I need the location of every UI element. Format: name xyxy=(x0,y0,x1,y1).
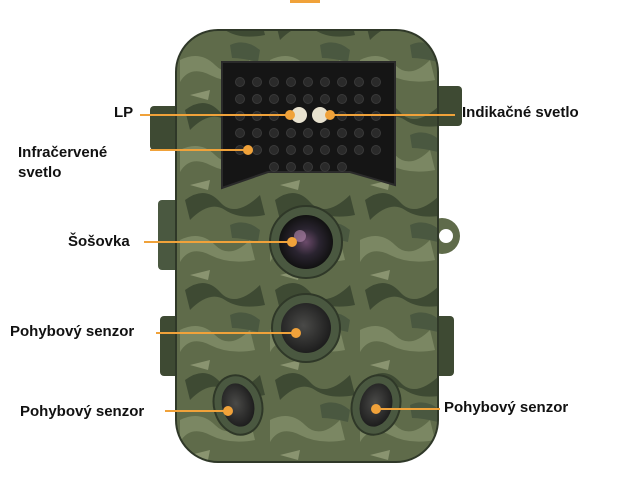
infrared-led xyxy=(371,128,381,138)
infrared-led xyxy=(286,77,296,87)
label-lens: Šošovka xyxy=(68,233,130,250)
lens-icon xyxy=(279,215,333,269)
label-indicator-light: Indikačné svetlo xyxy=(462,104,579,121)
annotation-dots xyxy=(223,110,381,416)
infrared-led xyxy=(354,145,364,155)
infrared-led xyxy=(235,94,245,104)
infrared-led xyxy=(252,128,262,138)
infrared-led xyxy=(320,128,330,138)
infrared-led xyxy=(320,162,330,172)
infrared-led xyxy=(235,77,245,87)
infrared-led xyxy=(337,128,347,138)
left-motion-sensor-icon xyxy=(221,383,255,427)
infrared-led xyxy=(303,145,313,155)
infrared-led xyxy=(269,77,279,87)
top-accent-bar xyxy=(290,0,320,3)
infrared-led xyxy=(320,94,330,104)
infrared-led xyxy=(337,145,347,155)
infrared-led xyxy=(337,77,347,87)
infrared-led xyxy=(252,94,262,104)
infrared-led xyxy=(303,162,313,172)
infrared-led xyxy=(303,94,313,104)
label-infrared: Infračervené svetlo xyxy=(18,143,148,183)
infrared-led xyxy=(337,94,347,104)
infrared-led xyxy=(371,94,381,104)
infrared-led xyxy=(269,145,279,155)
infrared-led xyxy=(269,162,279,172)
infrared-led xyxy=(303,128,313,138)
infrared-leds xyxy=(235,77,381,172)
infrared-led xyxy=(354,128,364,138)
infrared-led xyxy=(320,77,330,87)
infrared-panel xyxy=(221,61,396,190)
infrared-led xyxy=(252,145,262,155)
infrared-led xyxy=(320,145,330,155)
indicator-light-icon xyxy=(312,107,328,123)
infrared-led xyxy=(269,94,279,104)
infrared-led xyxy=(286,145,296,155)
infrared-led xyxy=(235,128,245,138)
infrared-led xyxy=(371,145,381,155)
infrared-led xyxy=(252,77,262,87)
annotation-lines xyxy=(140,114,455,412)
label-lp: LP xyxy=(114,104,134,121)
infrared-led xyxy=(303,77,313,87)
label-infrared-line1: Infračervené xyxy=(18,144,108,161)
infrared-led xyxy=(371,77,381,87)
label-motion-sensor-left: Pohybový senzor xyxy=(20,403,145,420)
infrared-led xyxy=(354,77,364,87)
infrared-led xyxy=(286,162,296,172)
lp-sensor-icon xyxy=(291,107,307,123)
infrared-led xyxy=(286,94,296,104)
infrared-led xyxy=(337,162,347,172)
infrared-led xyxy=(354,94,364,104)
infrared-led xyxy=(286,128,296,138)
infrared-led xyxy=(269,128,279,138)
label-infrared-line2: svetlo xyxy=(18,164,62,181)
label-motion-sensor-right: Pohybový senzor xyxy=(444,399,569,416)
label-motion-sensor-center: Pohybový senzor xyxy=(10,323,135,340)
center-motion-sensor-icon xyxy=(281,303,331,353)
